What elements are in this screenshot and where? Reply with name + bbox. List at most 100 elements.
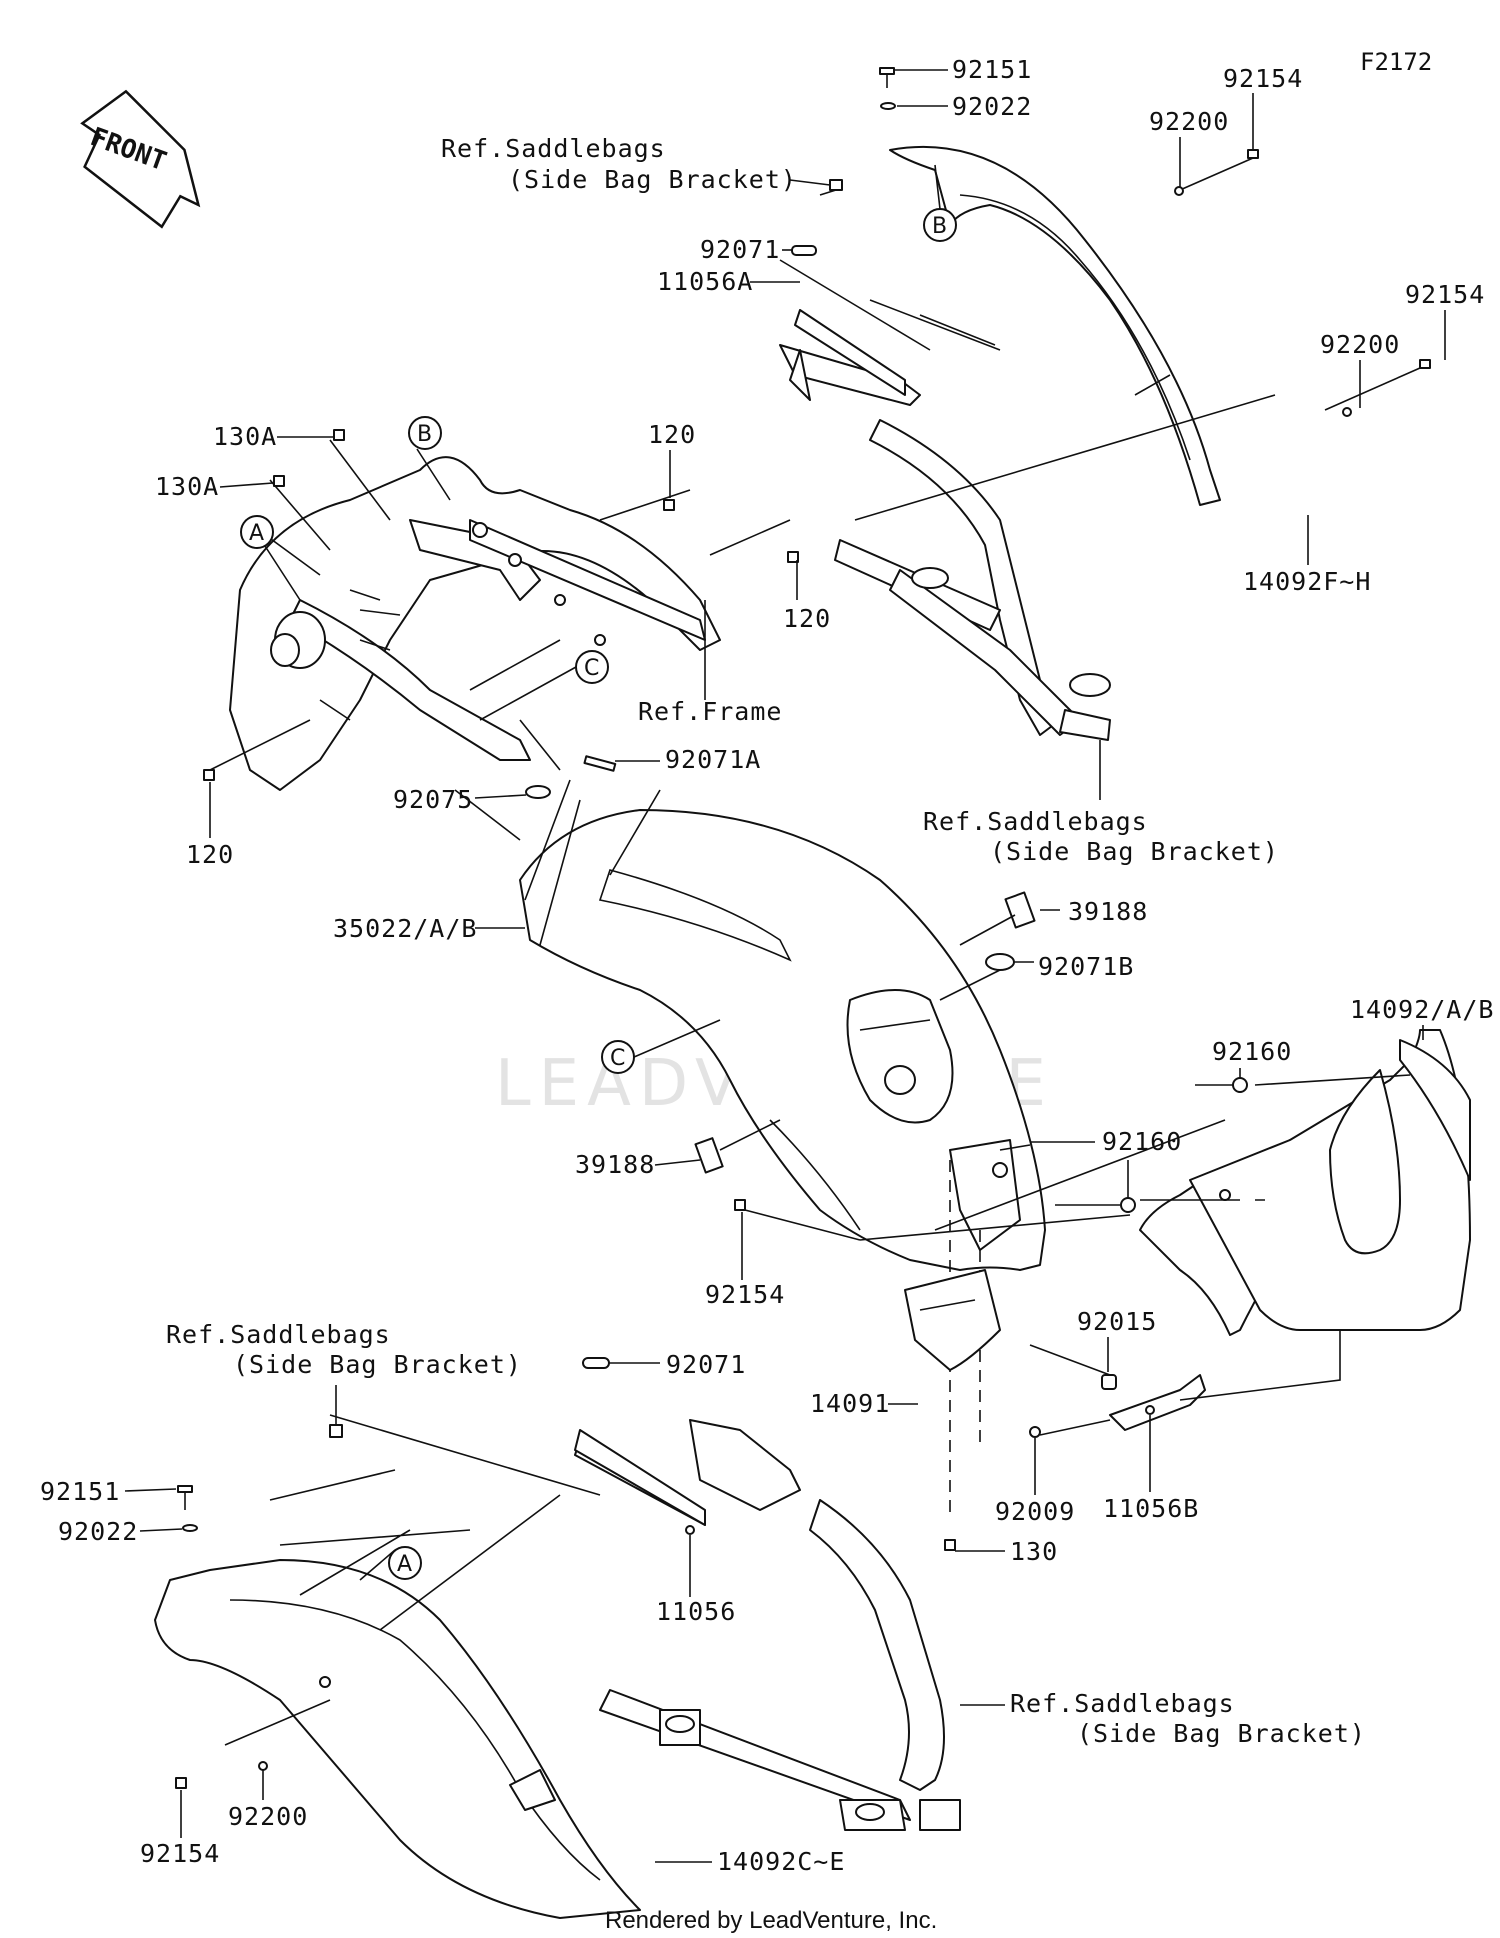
label-ref-frame: Ref.Frame [638,697,782,726]
callout-b-mid: B [408,416,442,450]
bolt-120-left [203,769,215,781]
callout-b-top: B [923,208,957,242]
clip-92071A [583,755,617,772]
callout-a-low: A [388,1546,422,1580]
bolt-92154-top [1179,149,1259,191]
label-130: 130 [1010,1537,1058,1566]
part-labels: 92151 92022 92154 92200 Ref.Saddlebags (… [40,55,1494,1876]
label-92154-mid: 92154 [705,1280,785,1309]
label-14092F-H: 14092F~H [1243,567,1371,596]
label-120-left: 120 [186,840,234,869]
label-92154-right: 92154 [1405,280,1485,309]
svg-text:B: B [417,422,432,447]
svg-text:A: A [397,1552,412,1577]
nut-92071B [985,953,1015,971]
bolt-120-mid [787,551,799,563]
label-11056B: 11056B [1103,1494,1199,1523]
label-side-bag-bracket-br: (Side Bag Bracket) [1077,1719,1366,1748]
label-92075: 92075 [393,785,473,814]
label-92200-low: 92200 [228,1802,308,1831]
label-35022: 35022/A/B [333,914,477,943]
screw-92151-top [879,67,895,88]
label-130A-2: 130A [155,472,219,501]
front-arrow-icon: FRONT [80,89,201,229]
screw-92151-low [177,1485,193,1510]
label-92071A: 92071A [665,745,761,774]
bolt-92154-low [175,1777,187,1789]
label-92022-low: 92022 [58,1517,138,1546]
callout-c-fender: C [601,1040,635,1074]
strut-cover-upper [889,146,1221,506]
bolt-130A-1 [333,429,345,441]
svg-text:A: A [249,521,264,546]
label-120-top: 120 [648,420,696,449]
diagram-code: F2172 [1360,48,1432,76]
label-92154-top: 92154 [1223,64,1303,93]
label-ref-saddlebags-br: Ref.Saddlebags [1010,1689,1235,1718]
frame-assembly [229,456,721,791]
callout-c-mid: C [575,650,609,684]
label-39188-mid [694,1137,724,1174]
label-39188-top [1004,891,1036,929]
washer-92022-top [880,102,896,110]
washer-92022-low [182,1524,198,1532]
label-92151-low: 92151 [40,1477,120,1506]
nut-92009 [1029,1426,1041,1438]
label-11056: 11056 [656,1597,736,1626]
label-92009: 92009 [995,1497,1075,1526]
rear-fender [519,809,1046,1271]
label-ref-saddlebags-mid: Ref.Saddlebags [923,807,1148,836]
bolt-ref-saddlebag-top [819,179,843,196]
washer-92200-low [258,1761,268,1771]
label-92160-mid: 92160 [1102,1127,1182,1156]
washer-92160-top [1232,1077,1248,1093]
label-130A-1: 130A [213,422,277,451]
label-39188-top: 39188 [1068,897,1148,926]
bolt-130 [944,1539,956,1551]
label-14092AB: 14092/A/B [1350,995,1494,1024]
washer-92160-mid [1120,1197,1136,1213]
label-92151-top: 92151 [952,55,1032,84]
bolt-92154-right [1324,359,1431,411]
grommet-92075 [525,785,551,799]
label-92154-low: 92154 [140,1839,220,1868]
label-92071B: 92071B [1038,952,1134,981]
label-side-bag-bracket-top: (Side Bag Bracket) [508,165,797,194]
bolt-120-top [663,499,675,511]
washer-92200-top [1174,186,1184,196]
svg-text:C: C [610,1046,625,1071]
bracket-11056 [574,1429,706,1535]
svg-text:C: C [584,656,599,681]
bolt-ref-saddlebag-low [329,1424,343,1438]
label-120-mid: 120 [783,604,831,633]
label-92022-top: 92022 [952,92,1032,121]
svg-text:B: B [932,214,947,239]
collar-92015 [1101,1374,1117,1390]
side-cover-14092 [1139,1029,1471,1336]
label-11056A: 11056A [657,267,753,296]
label-side-bag-bracket-low: (Side Bag Bracket) [233,1350,522,1379]
label-92160-top: 92160 [1212,1037,1292,1066]
rubber-92071-low [582,1357,610,1369]
bolt-130A-2 [273,475,285,487]
label-ref-saddlebags-top: Ref.Saddlebags [441,134,666,163]
side-bag-bracket-upper [779,344,1111,741]
label-92200-right: 92200 [1320,330,1400,359]
bolt-92154-mid [734,1199,746,1211]
callout-a-mid: A [240,515,274,549]
footer-credit: Rendered by LeadVenture, Inc. [605,1907,937,1934]
label-side-bag-bracket-mid: (Side Bag Bracket) [990,837,1279,866]
washer-92200-right [1342,407,1352,417]
label-92200-top: 92200 [1149,107,1229,136]
bracket-11056B [1109,1374,1206,1431]
label-ref-saddlebags-low: Ref.Saddlebags [166,1320,391,1349]
label-92015: 92015 [1077,1307,1157,1336]
label-14091: 14091 [810,1389,890,1418]
label-39188-mid: 39188 [575,1150,655,1179]
label-14092C-E: 14092C~E [717,1847,845,1876]
cover-14091 [904,1269,1001,1371]
rubber-92071-top [791,245,817,256]
label-92071-low: 92071 [666,1350,746,1379]
strut-cover-lower [154,1559,641,1919]
